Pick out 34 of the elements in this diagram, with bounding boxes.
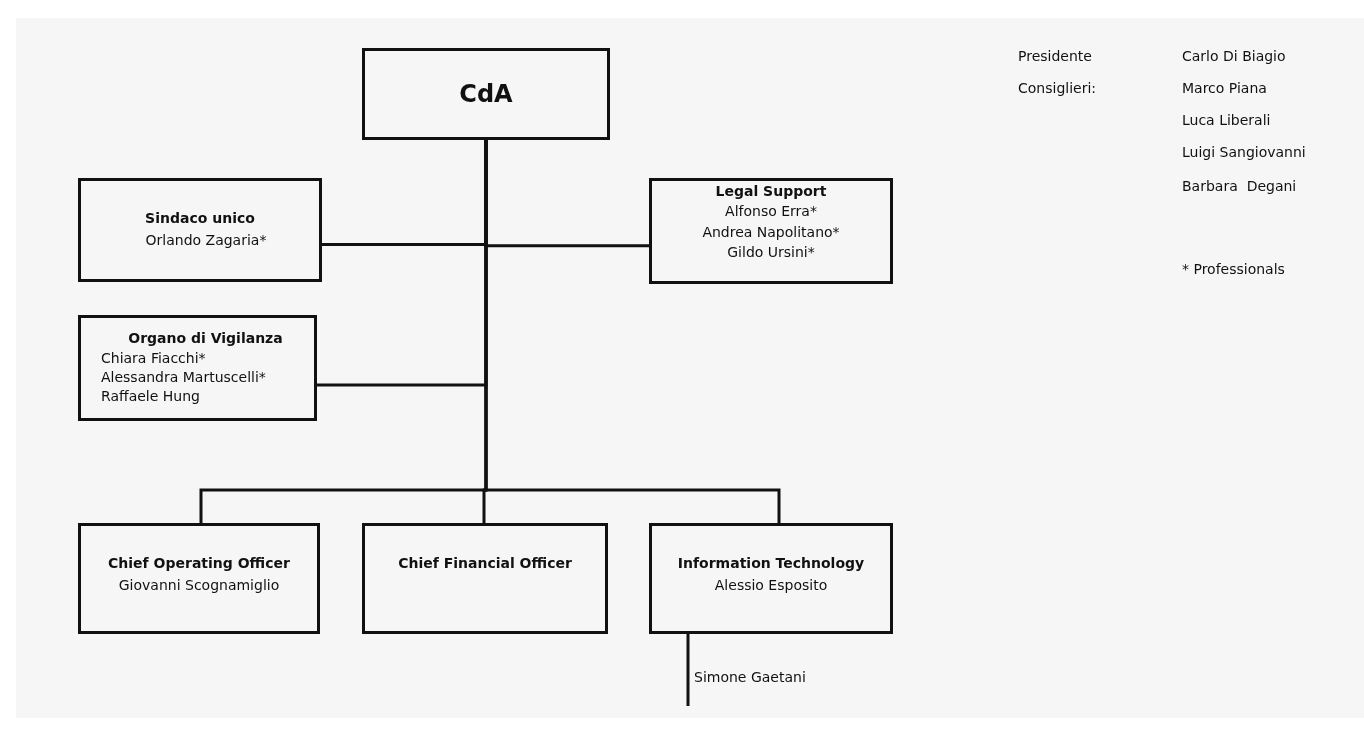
person-name: Orlando Zagaria* [144, 231, 267, 250]
person-name: Giovanni Scognamiglio [118, 576, 280, 596]
box-title: CdA [459, 79, 513, 109]
person-name: Gildo Ursini* [727, 242, 815, 262]
box-title: Organo di Vigilanza [128, 329, 283, 349]
connector-line [484, 140, 781, 523]
org-box [78, 315, 317, 421]
board-text: * Professionals [1182, 261, 1285, 278]
box-title: Legal Support [715, 182, 827, 201]
org-box [649, 523, 893, 634]
board-text: Barbara Degani [1182, 178, 1297, 195]
board-text: Consiglieri: [1018, 80, 1097, 97]
box-title: Chief Operating Officer [108, 554, 290, 573]
person-name: Simone Gaetani [694, 668, 806, 687]
org-box [362, 48, 610, 140]
org-box [362, 523, 608, 634]
person-name: Alessandra Martuscelli* [101, 368, 266, 387]
board-text: Marco Piana [1182, 80, 1267, 97]
board-text: Carlo Di Biagio [1182, 48, 1286, 65]
person-name: Alfonso Erra* [725, 202, 817, 222]
board-text: Presidente [1018, 48, 1092, 65]
org-box [649, 178, 893, 284]
person-name: Raffaele Hung [101, 387, 200, 407]
board-text: Luigi Sangiovanni [1182, 144, 1306, 161]
box-title: Information Technology [677, 554, 865, 573]
board-text: Luca Liberali [1182, 112, 1271, 129]
org-box [78, 523, 320, 634]
connector-line [686, 634, 690, 706]
box-title: Sindaco unico [145, 209, 255, 229]
person-name: Chiara Fiacchi* [101, 348, 206, 368]
person-name: Alessio Esposito [714, 576, 828, 596]
box-title: Chief Financial Officer [398, 554, 572, 573]
person-name: Andrea Napolitano* [702, 222, 840, 242]
org-box [78, 178, 322, 282]
